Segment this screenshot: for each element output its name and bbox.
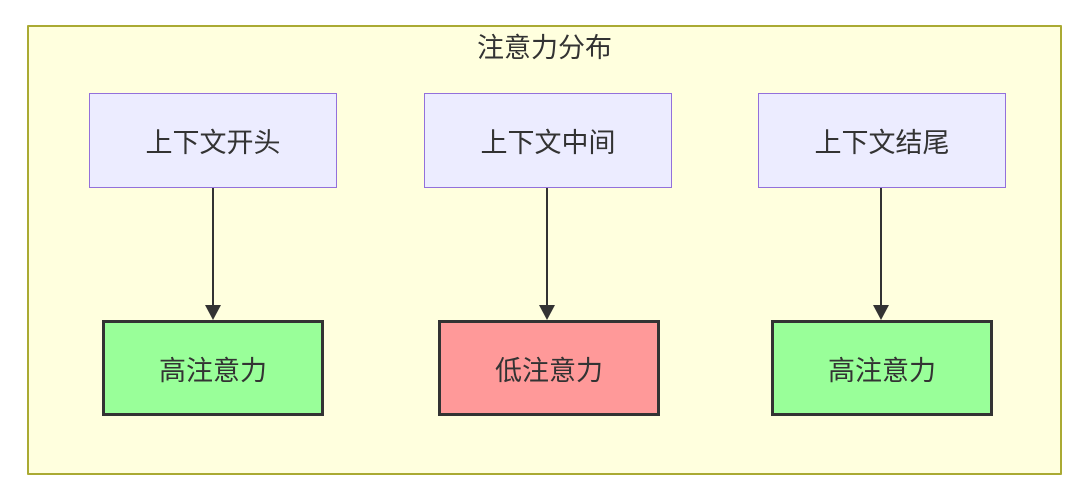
diagram-title: 注意力分布 [477, 33, 612, 63]
arrow-down-icon [539, 188, 555, 320]
node-high-attention-1: 高注意力 [102, 320, 324, 416]
node-context-end: 上下文结尾 [758, 93, 1006, 188]
node-context-beginning: 上下文开头 [89, 93, 337, 188]
arrow-down-icon [205, 188, 221, 320]
node-context-middle: 上下文中间 [424, 93, 672, 188]
node-high-attention-2: 高注意力 [771, 320, 993, 416]
arrow-down-icon [873, 188, 889, 320]
node-low-attention: 低注意力 [438, 320, 660, 416]
